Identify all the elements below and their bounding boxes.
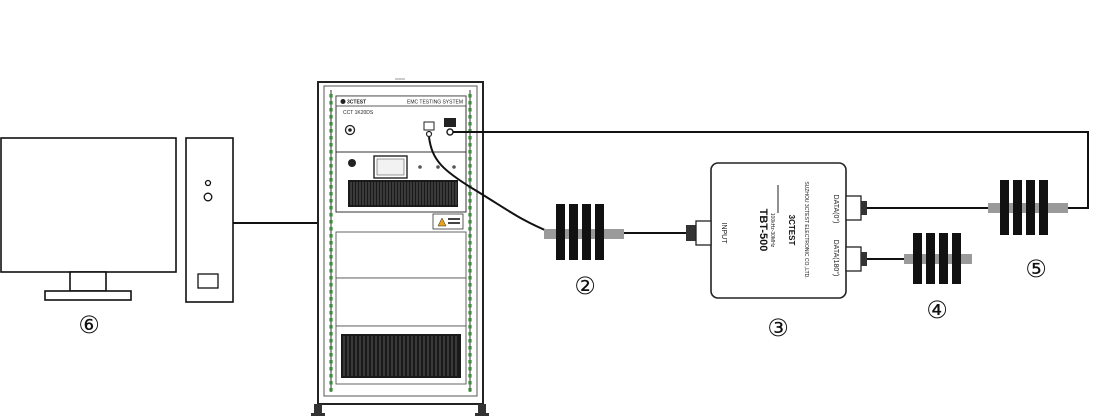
rack-model: CCT 1K20DS bbox=[343, 110, 374, 116]
cable-data-attenuator5 bbox=[453, 131, 1089, 209]
input-connector-icon bbox=[686, 225, 696, 241]
coupler-maker: SUZHOU 3CTEST ELECTRONIC CO.,LTD. bbox=[803, 181, 809, 278]
rack-foot-left bbox=[314, 404, 322, 414]
cable-rf-attenuator2 bbox=[428, 136, 553, 234]
data0-connector-icon bbox=[845, 195, 862, 221]
label-coupler-3: ③ bbox=[767, 314, 789, 342]
port-data0-label: DATA(0°) bbox=[832, 195, 840, 224]
port-data180-label: DATA(180°) bbox=[832, 240, 840, 277]
monitor bbox=[0, 137, 177, 301]
data-out-connector-icon bbox=[446, 128, 454, 136]
generator-vent-grille bbox=[348, 180, 458, 207]
coupler-model: TBT-500 bbox=[757, 209, 769, 252]
label-pc-6: ⑥ bbox=[78, 311, 100, 339]
label-attenuator-5: ⑤ bbox=[1025, 255, 1047, 283]
rack-foot-right bbox=[478, 404, 486, 414]
warning-icon bbox=[437, 217, 447, 227]
rack-bottom-vent bbox=[341, 334, 461, 378]
power-led-icon bbox=[204, 179, 212, 187]
power-button-icon bbox=[203, 192, 213, 202]
label-attenuator-2: ② bbox=[574, 272, 596, 300]
emc-test-rack: 3CTEST EMC TESTING SYSTEM CCT 1K20DS bbox=[311, 78, 489, 416]
label-attenuator-4: ④ bbox=[926, 296, 948, 324]
rack-logo-icon bbox=[340, 99, 346, 104]
pc-tower bbox=[185, 137, 234, 303]
attenuator-2 bbox=[544, 204, 624, 260]
rack-brand: 3CTEST bbox=[347, 100, 366, 106]
rack-system-title: EMC TESTING SYSTEM bbox=[407, 100, 463, 106]
port-input-label: INPUT bbox=[720, 223, 727, 245]
drive-bay bbox=[197, 273, 219, 289]
attenuator-5 bbox=[988, 180, 1068, 235]
coupler-tbt500: INPUT TBT-500 100kHz-30MHz 3CTEST SUZHOU… bbox=[686, 162, 867, 299]
coupler-brand: 3CTEST bbox=[787, 215, 796, 246]
data180-connector-icon bbox=[845, 246, 862, 272]
rf-out-connector-icon bbox=[425, 130, 433, 138]
coupler-frequency: 100kHz-30MHz bbox=[769, 213, 775, 248]
warning-label bbox=[432, 213, 464, 230]
port-block bbox=[444, 118, 456, 127]
output-port bbox=[423, 121, 435, 131]
generator-logo-icon bbox=[348, 159, 356, 167]
attenuator-4 bbox=[904, 233, 972, 284]
